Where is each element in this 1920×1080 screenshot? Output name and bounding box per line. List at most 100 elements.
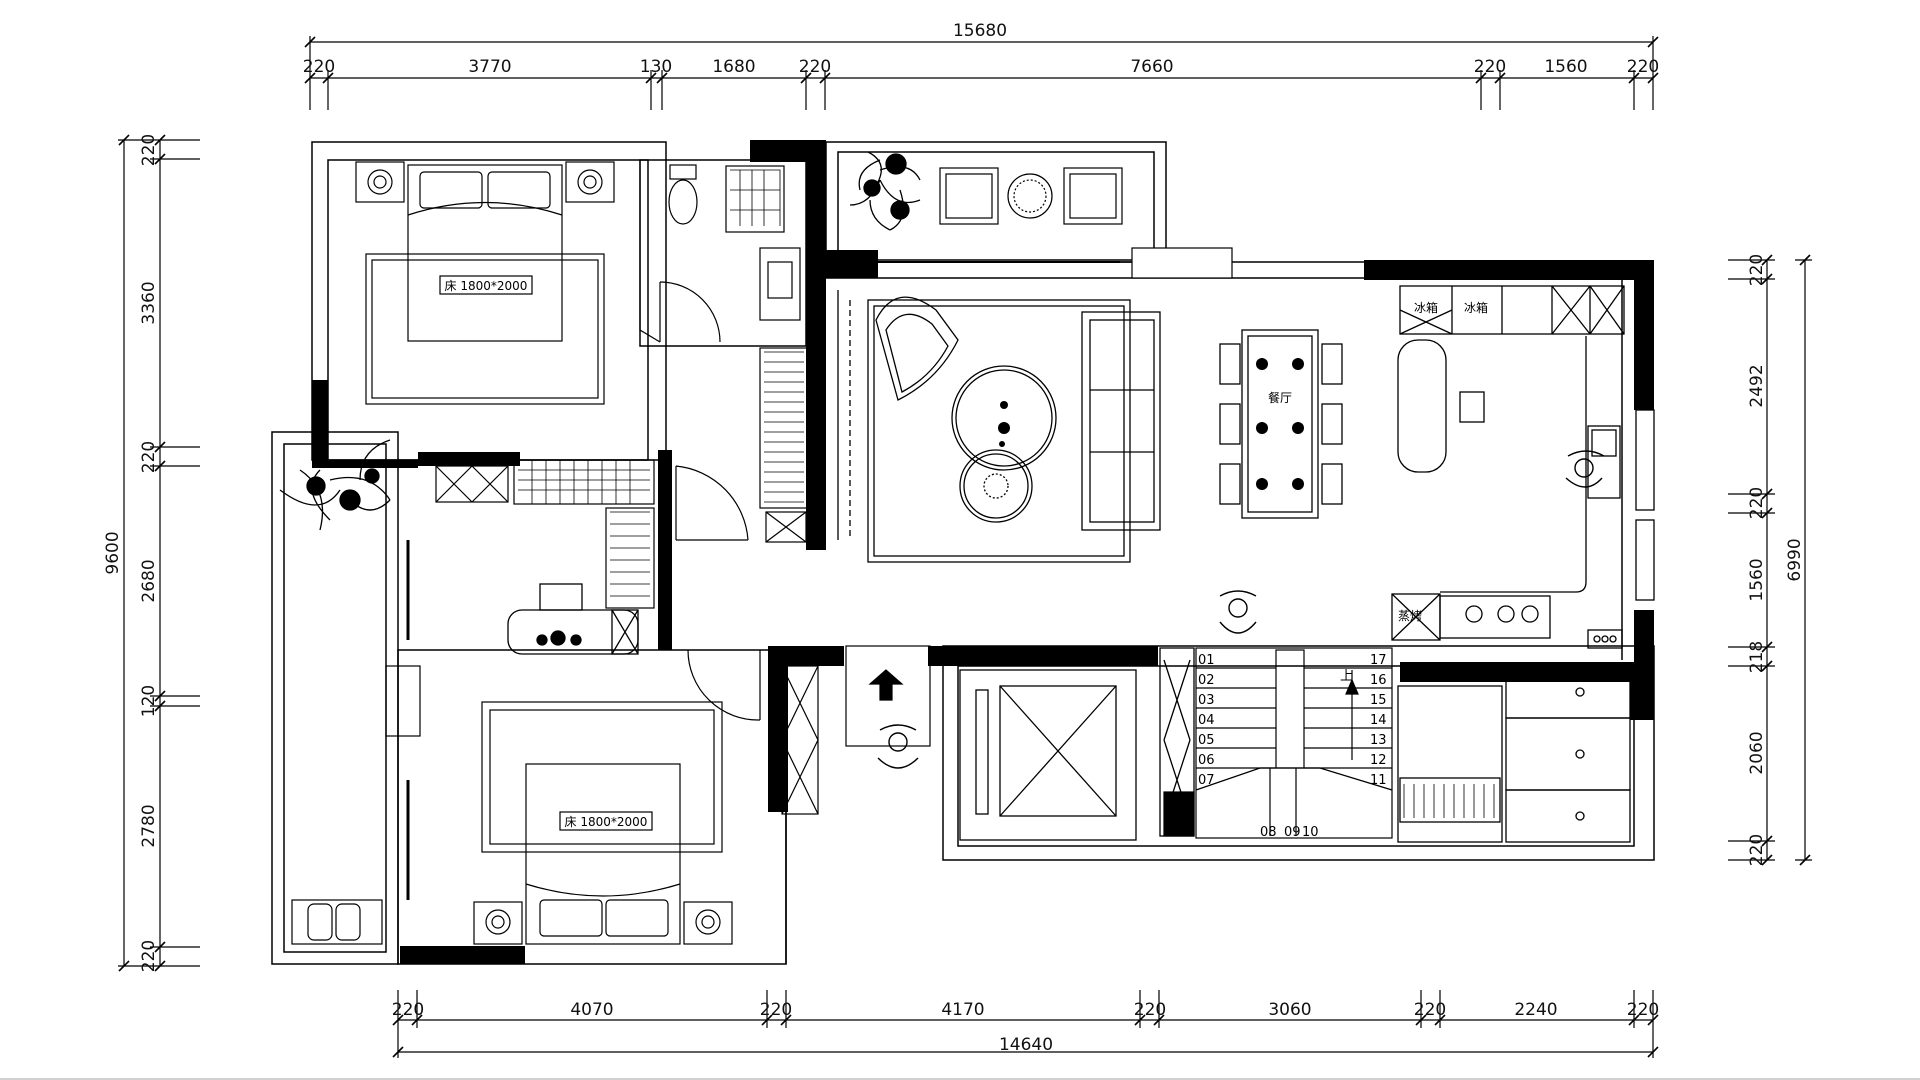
dim-top-seg: 220 [1474,57,1506,77]
fridge-label-1: 冰箱 [1414,300,1438,315]
dim-left-seg: 2780 [139,804,159,847]
step-number: 09 [1284,825,1301,840]
dim-left-seg: 2680 [139,559,159,602]
step-number: 13 [1370,733,1387,748]
dim-top-seg: 130 [640,57,672,77]
plant-icon [279,439,391,531]
step-number: 14 [1370,713,1387,728]
elevator-car-icon [999,685,1117,817]
dimension-ticks [118,36,1811,1058]
dim-right-total: 6990 [1785,538,1805,581]
kitchen-sink-icon [1587,425,1621,499]
master-rug [365,253,605,405]
shower-icon [725,165,785,233]
step-number: 08 [1260,825,1277,840]
dim-bottom-seg: 220 [1134,1000,1166,1020]
living-decor [998,401,1010,447]
master-bed [407,164,563,342]
chair-icon [1063,167,1123,225]
oven-label: 蒸烤 [1398,608,1422,623]
dimension-lines [118,36,1812,1058]
step-number: 04 [1198,713,1215,728]
dim-left-seg: 220 [139,134,159,166]
dim-left-seg: 220 [139,940,159,972]
person-icon [877,450,1605,769]
walls [312,140,1654,964]
dining-chair-icon [1219,343,1343,505]
second-bed [525,763,681,945]
entry-arrow-icon [868,669,904,701]
bottom-edge [0,1078,1920,1080]
dim-top-seg: 1560 [1544,57,1587,77]
sink-icon [759,247,801,321]
master-bed-label: 床 1800*2000 [445,279,528,293]
dim-left-seg: 120 [139,685,159,717]
dining-table [1241,329,1319,519]
dim-right-seg: 2060 [1747,731,1767,774]
dining [1219,329,1343,519]
dim-bottom-seg: 4070 [570,1000,613,1020]
dimension-labels: 15680 220 3770 130 1680 220 7660 220 156… [103,21,1805,1055]
step-number: 17 [1370,653,1387,668]
oven-cabinet [1391,593,1441,641]
second-rug [481,701,723,853]
step-number: 03 [1198,693,1215,708]
left-balcony [291,540,421,945]
bathroom [639,160,801,343]
staircase [1163,647,1393,839]
dim-bottom-seg: 220 [760,1000,792,1020]
dim-top-seg: 3770 [468,57,511,77]
dim-top-total: 15680 [953,21,1007,41]
sofa-icon [1081,311,1161,531]
dim-left-total: 9600 [103,531,123,574]
dim-top-seg: 1680 [712,57,755,77]
side-table-icon [1007,173,1053,219]
chair-icon [939,167,999,225]
dining-label: 餐厅 [1268,390,1292,405]
storage-room [1397,665,1631,843]
vanity [507,583,639,655]
step-number: 02 [1198,673,1215,688]
step-number: 06 [1198,753,1215,768]
armchair-icon [875,296,959,401]
coffee-table-icon [951,365,1057,471]
dim-bottom-seg: 220 [1414,1000,1446,1020]
dim-top-seg: 220 [799,57,831,77]
laundry-sink-icon [291,899,383,945]
dim-right-seg: 218 [1747,641,1767,673]
step-number: 01 [1198,653,1215,668]
door-swing [675,465,749,541]
dim-left-seg: 220 [139,441,159,473]
living-room [837,290,1161,563]
elevator [959,647,1195,841]
dim-bottom-seg: 2240 [1514,1000,1557,1020]
step-number: 11 [1370,773,1387,788]
stove-burner-icon [1465,605,1483,623]
dim-top-seg: 220 [303,57,335,77]
dim-right-seg: 1560 [1747,558,1767,601]
wardrobes [435,347,819,815]
dining-place-settings [1256,358,1304,490]
dim-bottom-seg: 4170 [941,1000,984,1020]
kitchen-counter-l [1440,336,1587,593]
dim-bottom-total: 14640 [999,1035,1053,1055]
door-swing [687,649,761,721]
second-bedroom [473,701,733,945]
dim-right-seg: 2492 [1747,364,1767,407]
coffee-table-icon [959,449,1033,523]
kitchen [1391,285,1655,649]
dim-top-seg: 220 [1627,57,1659,77]
kitchen-island [1397,339,1447,473]
dim-right-seg: 220 [1747,487,1767,519]
toilet-icon [668,179,698,225]
step-number: 12 [1370,753,1387,768]
plant-icon [849,151,921,231]
stair-step-numbers: 01 02 03 04 05 06 07 17 16 15 14 13 12 1… [1198,653,1387,840]
dim-bottom-seg: 220 [1627,1000,1659,1020]
step-number: 07 [1198,773,1215,788]
second-bed-label: 床 1800*2000 [565,815,648,829]
step-number: 16 [1370,673,1387,688]
step-number: 15 [1370,693,1387,708]
doors [675,465,931,747]
fridge-label-2: 冰箱 [1464,300,1488,315]
